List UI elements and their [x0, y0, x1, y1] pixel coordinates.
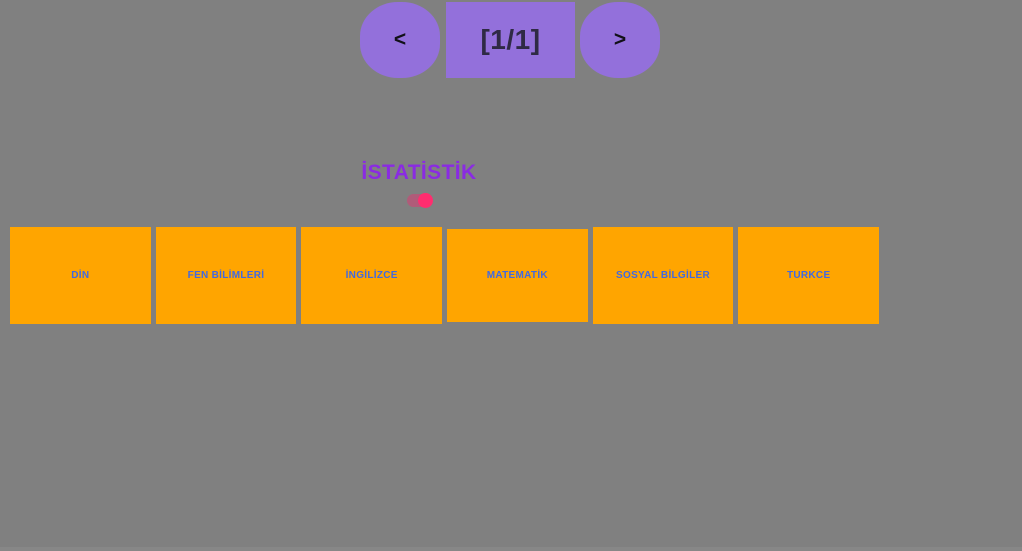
subject-card-fen-bilimleri[interactable]: FEN BİLİMLERİ	[155, 227, 297, 324]
subject-card-ingilizce[interactable]: İNGİLİZCE	[301, 227, 443, 324]
subject-card-sosyal-bilgiler[interactable]: SOSYAL BİLGİLER	[592, 227, 734, 324]
subject-card-matematik[interactable]: MATEMATİK	[447, 229, 588, 322]
pager-page-indicator[interactable]: [1/1]	[446, 2, 575, 78]
toggle-knob-icon	[417, 193, 433, 209]
subject-card-label: TURKCE	[786, 269, 831, 281]
bottom-edge-strip	[0, 547, 1022, 551]
statistics-section: İSTATİSTİK	[0, 160, 880, 210]
subject-card-din[interactable]: DİN	[10, 227, 151, 324]
subject-card-row: DİN FEN BİLİMLERİ İNGİLİZCE MATEMATİK SO…	[10, 227, 880, 324]
pager-next-button[interactable]: >	[580, 2, 660, 78]
statistics-toggle-wrap	[0, 192, 880, 210]
subject-card-label: İNGİLİZCE	[345, 269, 398, 281]
statistics-toggle[interactable]	[406, 193, 433, 209]
subject-card-label: DİN	[71, 269, 90, 281]
pager-toolbar: < [1/1] >	[0, 0, 1022, 82]
pager-prev-button[interactable]: <	[360, 2, 440, 78]
subject-card-label: SOSYAL BİLGİLER	[616, 269, 710, 281]
subject-card-turkce[interactable]: TURKCE	[738, 227, 880, 324]
subject-card-label: MATEMATİK	[486, 269, 548, 281]
statistics-title: İSTATİSTİK	[361, 161, 477, 184]
subject-card-label: FEN BİLİMLERİ	[187, 269, 265, 281]
